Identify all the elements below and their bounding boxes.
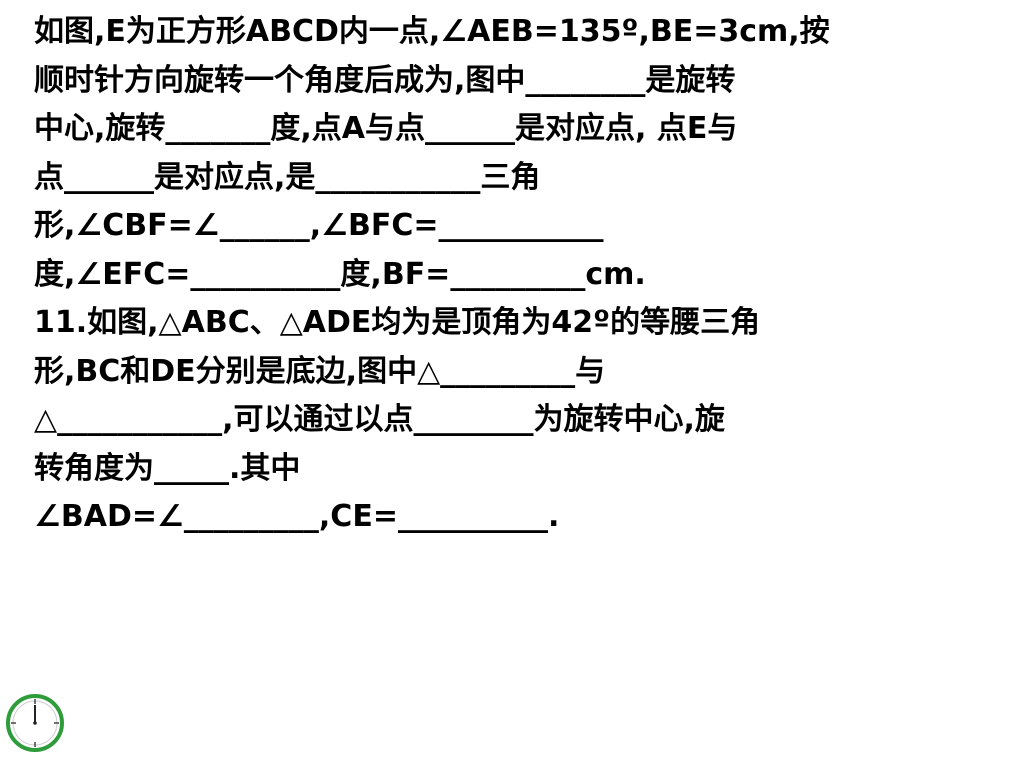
text-line: 顺时针方向旋转一个角度后成为,图中________是旋转 (34, 62, 736, 98)
clock-icon[interactable] (5, 693, 65, 753)
problem-text: 如图,E为正方形ABCD内一点,∠AEB=135º,BE=3cm,按 顺时针方向… (34, 8, 1004, 542)
text-line: 如图,E为正方形ABCD内一点,∠AEB=135º,BE=3cm,按 (34, 14, 830, 49)
text-line: ∠BAD=∠_________,CE=__________. (34, 499, 560, 534)
text-line: 点______是对应点,是___________三角 (34, 159, 541, 195)
text-line: 中心,旋转_______度,点A与点______是对应点, 点E与 (34, 111, 738, 146)
text-line: 转角度为_____.其中 (34, 450, 301, 486)
text-line: △___________,可以通过以点________为旋转中心,旋 (34, 402, 725, 437)
text-line: 形,BC和DE分别是底边,图中△_________与 (34, 353, 606, 389)
text-line: 形,∠CBF=∠______,∠BFC=___________ (34, 208, 604, 243)
text-line: 度,∠EFC=__________度,BF=_________cm. (34, 256, 646, 292)
text-line: 11.如图,△ABC、△ADE均为是顶角为42º的等腰三角 (34, 305, 761, 340)
